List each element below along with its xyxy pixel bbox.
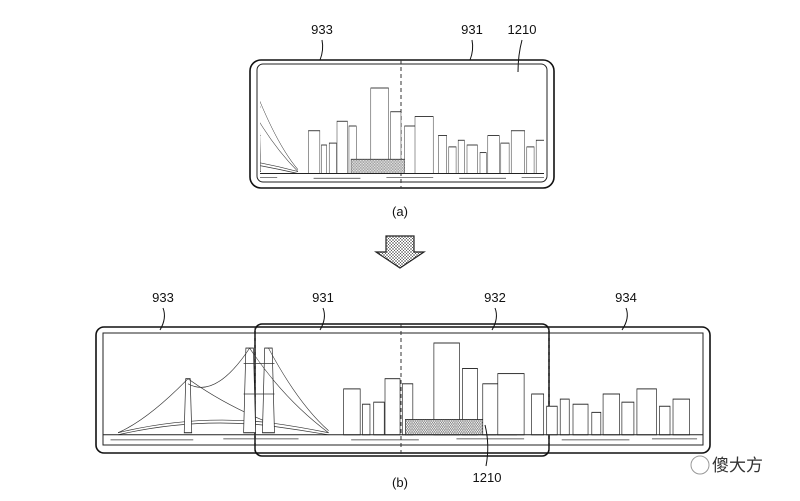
caption-a: (a) xyxy=(392,204,408,219)
label-931-a: 931 xyxy=(461,22,483,37)
watermark-text: 傻大方 xyxy=(712,456,763,476)
label-1210-a: 1210 xyxy=(508,22,537,37)
unfolded-device xyxy=(95,323,711,457)
folded-device xyxy=(249,59,555,189)
label-1210-b: 1210 xyxy=(473,470,502,485)
figure-a: 933 931 1210 (a) xyxy=(249,22,555,219)
city-image-a xyxy=(260,87,544,179)
label-933-b: 933 xyxy=(152,290,174,305)
label-931-b: 931 xyxy=(312,290,334,305)
label-933-a: 933 xyxy=(311,22,333,37)
label-932-b: 932 xyxy=(484,290,506,305)
city-image-b xyxy=(103,342,703,441)
label-934-b: 934 xyxy=(615,290,637,305)
figure-b: 933 931 932 934 1210 (b) xyxy=(95,290,711,490)
watermark: 傻大方 xyxy=(690,455,763,476)
down-arrow-icon xyxy=(374,235,426,269)
caption-b: (b) xyxy=(392,475,408,490)
